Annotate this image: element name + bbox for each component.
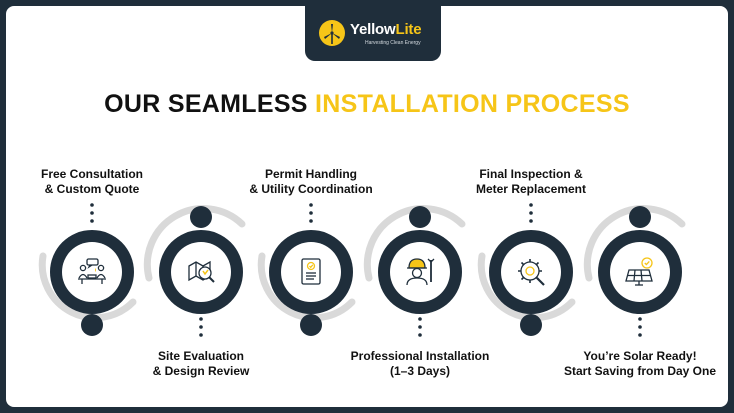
step-2-title: Site Evaluation <box>157 349 245 363</box>
inspection-gear-icon <box>518 259 545 286</box>
wind-turbine-icon <box>319 20 345 46</box>
solar-panel-check-icon <box>625 257 653 286</box>
step-3-circle <box>269 230 353 314</box>
step-1-title: Free Consultation <box>40 167 143 181</box>
step-3-label: Permit Handling & Utility Coordination <box>231 167 391 197</box>
arc-step-2 <box>143 205 246 282</box>
connector-arcs <box>38 205 686 322</box>
map-magnifier-icon <box>188 260 215 283</box>
consultation-meeting-icon <box>78 258 106 284</box>
dotted-connectors <box>90 203 642 337</box>
arc-step-4 <box>363 205 466 282</box>
logo-tab: YellowLite Harvesting Clean Energy <box>305 6 441 61</box>
page-title: OUR SEAMLESS INSTALLATION PROCESS <box>6 90 728 119</box>
step-5-title: Final Inspection & <box>479 167 583 181</box>
title-part-dark: OUR SEAMLESS <box>104 90 308 118</box>
arc-step-3 <box>257 252 356 322</box>
step-6-title: You’re Solar Ready! <box>583 349 697 363</box>
arc-step-6 <box>583 205 686 282</box>
brand-logo: YellowLite Harvesting Clean Energy <box>319 17 429 51</box>
step-1-subtitle: & Custom Quote <box>44 182 140 196</box>
step-2-subtitle: & Design Review <box>152 364 250 378</box>
permit-document-icon <box>301 258 321 285</box>
step-4-circle <box>378 230 462 314</box>
step-6-circle <box>598 230 682 314</box>
arc-step-5 <box>477 252 576 322</box>
brand-tagline: Harvesting Clean Energy <box>365 40 421 46</box>
step-3-title: Permit Handling <box>264 167 357 181</box>
infographic-card: YellowLite Harvesting Clean Energy OUR S… <box>6 6 728 407</box>
step-4-subtitle: (1–3 Days) <box>389 364 451 378</box>
step-1-label: Free Consultation & Custom Quote <box>22 167 162 197</box>
step-5-subtitle: Meter Replacement <box>475 182 587 196</box>
step-5-circle <box>489 230 573 314</box>
step-3-subtitle: & Utility Coordination <box>249 182 373 196</box>
step-6-subtitle: Start Saving from Day One <box>563 364 717 378</box>
title-part-accent: INSTALLATION PROCESS <box>315 90 630 118</box>
step-4-label: Professional Installation (1–3 Days) <box>340 349 500 379</box>
step-5-label: Final Inspection & Meter Replacement <box>461 167 601 197</box>
step-1-circle <box>50 230 134 314</box>
step-6-label: You’re Solar Ready! Start Saving from Da… <box>560 349 720 379</box>
process-diagram <box>38 203 686 337</box>
step-2-label: Site Evaluation & Design Review <box>131 349 271 379</box>
arc-step-1 <box>38 252 137 322</box>
step-end-dots <box>81 206 651 336</box>
installer-worker-icon <box>406 258 435 286</box>
brand-name: YellowLite <box>350 21 422 38</box>
step-4-title: Professional Installation <box>350 349 490 363</box>
